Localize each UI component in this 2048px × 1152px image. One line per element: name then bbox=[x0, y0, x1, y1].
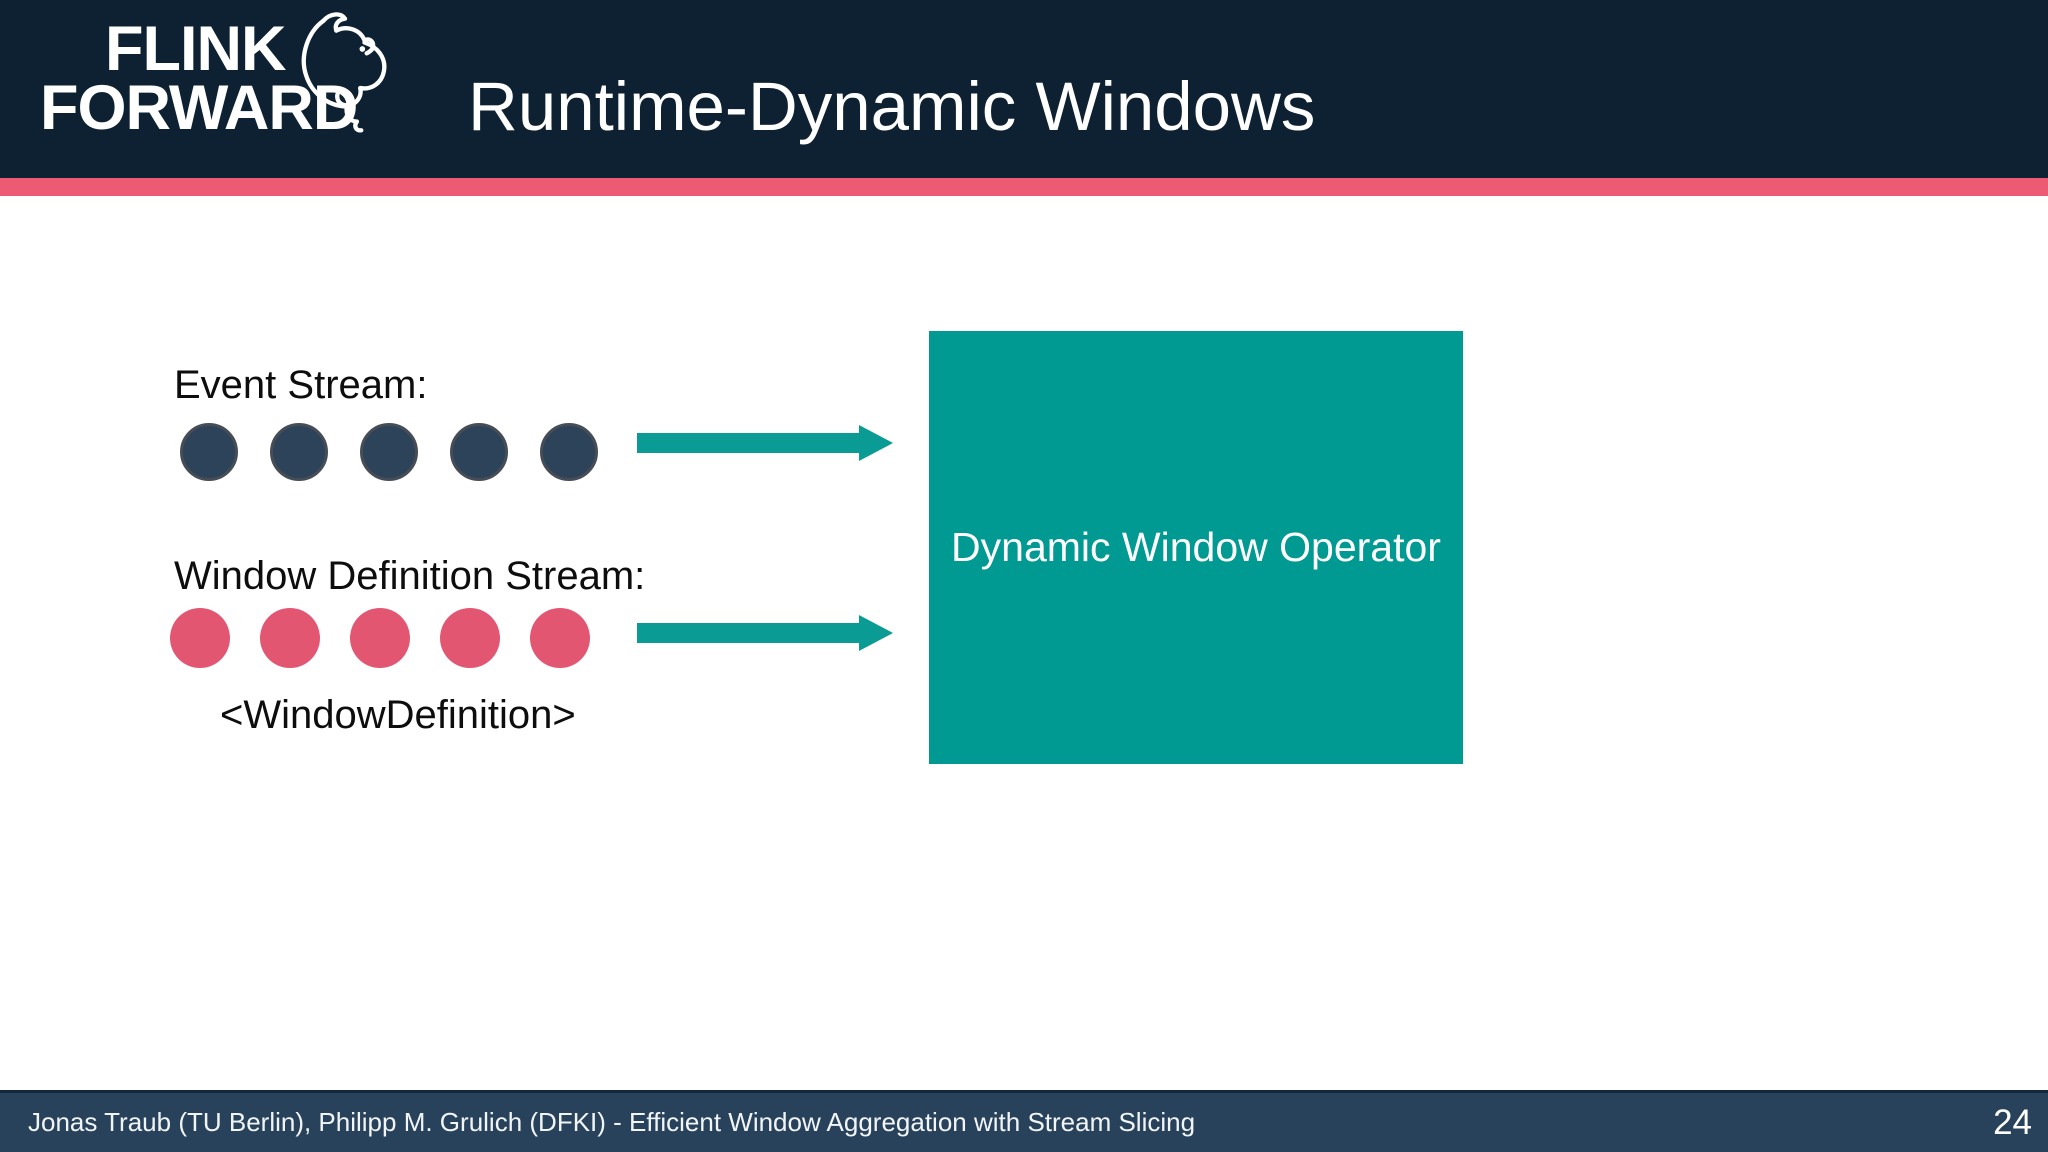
logo-text-flink: FLINK bbox=[105, 14, 286, 84]
event-stream-label: Event Stream: bbox=[174, 363, 428, 407]
window-definition-stream-label: Window Definition Stream: bbox=[174, 554, 646, 598]
window-definition-dot bbox=[170, 608, 230, 668]
flink-squirrel-icon bbox=[301, 12, 387, 133]
event-flow-arrow-icon bbox=[637, 425, 893, 461]
event-dot bbox=[180, 423, 238, 481]
flink-forward-logo: FLINK FORWARD bbox=[40, 12, 400, 170]
logo-text-forward: FORWARD bbox=[40, 72, 358, 143]
footer-credit: Jonas Traub (TU Berlin), Philipp M. Grul… bbox=[28, 1107, 1196, 1137]
event-dot bbox=[270, 423, 328, 481]
window-definition-dot bbox=[260, 608, 320, 668]
window-definition-dot bbox=[440, 608, 500, 668]
operator-label: Dynamic Window Operator bbox=[951, 524, 1441, 570]
window-definition-dot bbox=[350, 608, 410, 668]
slide-title: Runtime-Dynamic Windows bbox=[468, 68, 1316, 145]
window-definition-dot bbox=[530, 608, 590, 668]
event-dot bbox=[540, 423, 598, 481]
accent-stripe bbox=[0, 178, 2048, 196]
dynamic-window-operator-box: Dynamic Window Operator bbox=[929, 331, 1463, 764]
event-dot bbox=[360, 423, 418, 481]
event-stream-dots bbox=[180, 423, 598, 481]
page-number: 24 bbox=[1993, 1102, 2032, 1142]
header-bar: FLINK FORWARD Runtime-Dynamic Windows bbox=[0, 0, 2048, 178]
window-definition-dots bbox=[170, 608, 590, 668]
window-definition-type-annotation: <WindowDefinition> bbox=[220, 693, 576, 737]
event-dot bbox=[450, 423, 508, 481]
footer-bar: Jonas Traub (TU Berlin), Philipp M. Grul… bbox=[0, 1090, 2048, 1152]
definition-flow-arrow-icon bbox=[637, 615, 893, 651]
